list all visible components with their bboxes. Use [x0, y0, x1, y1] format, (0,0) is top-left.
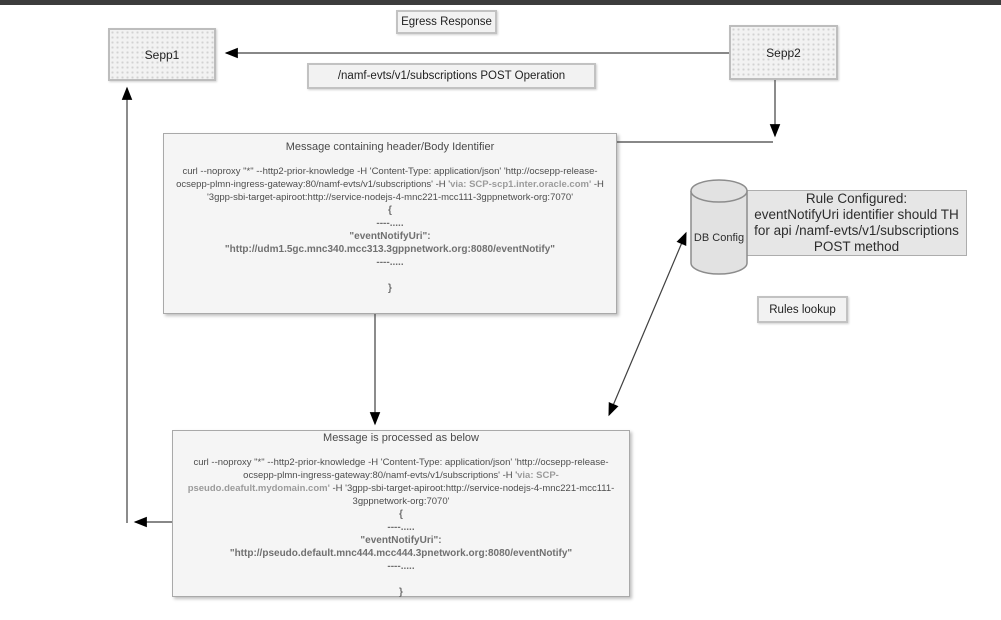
- json-open-brace: {: [399, 509, 403, 520]
- arrow-message2-db-bidirectional: [608, 231, 687, 417]
- message1-curl-prefix: curl --noproxy "*" --http2-prior-knowled…: [176, 166, 598, 190]
- db-config-label: DB Config: [693, 232, 745, 244]
- db-config-cylinder: DB Config: [688, 178, 750, 276]
- json-key: "eventNotifyUri":: [349, 231, 431, 242]
- json-dots: ----.....: [387, 561, 415, 572]
- json-key: "eventNotifyUri":: [360, 535, 442, 546]
- post-operation-label: /namf-evts/v1/subscriptions POST Operati…: [307, 63, 596, 89]
- json-dots: ----.....: [376, 218, 404, 229]
- message1-curl-suffix: -H '3gpp-sbi-target-apiroot:http://servi…: [206, 179, 604, 203]
- message2-curl-suffix: -H '3gpp-sbi-target-apiroot:http://servi…: [329, 483, 615, 507]
- message2-title: Message is processed as below: [323, 432, 479, 444]
- cylinder-shape-icon: [690, 179, 748, 275]
- sepp1-label: Sepp1: [144, 47, 180, 62]
- message1-json: { ----..... "eventNotifyUri": "http://ud…: [164, 204, 616, 295]
- json-value: "http://pseudo.default.mnc444.mcc444.3pn…: [229, 548, 573, 559]
- post-operation-text: /namf-evts/v1/subscriptions POST Operati…: [337, 70, 566, 82]
- window-top-bar: [0, 0, 1001, 5]
- egress-response-text: Egress Response: [401, 16, 492, 28]
- json-close-brace: }: [399, 587, 403, 598]
- message2-box: Message is processed as below curl --nop…: [172, 430, 630, 599]
- rule-configured-box: Rule Configured: eventNotifyUri identifi…: [746, 190, 967, 256]
- sepp2-label: Sepp2: [766, 45, 801, 60]
- json-open-brace: {: [388, 205, 392, 216]
- message1-box: Message containing header/Body Identifie…: [163, 133, 617, 314]
- message1-title: Message containing header/Body Identifie…: [285, 141, 495, 153]
- message2-curl-via: via: SCP-pseudo.deafult.mydomain.com': [187, 470, 559, 494]
- rules-lookup-text: Rules lookup: [769, 303, 836, 316]
- rule-configured-title: Rule Configured:: [805, 191, 908, 206]
- json-close-brace: }: [388, 283, 392, 294]
- json-dots: ----.....: [376, 257, 404, 268]
- json-value: "http://udm1.5gc.mnc340.mcc313.3gppnetwo…: [224, 244, 556, 255]
- message2-curl: curl --noproxy "*" --http2-prior-knowled…: [179, 456, 623, 508]
- message2-json: { ----..... "eventNotifyUri": "http://ps…: [173, 508, 629, 599]
- message1-curl-via: via: SCP-scp1.inter.oracle.com': [450, 179, 592, 190]
- message2-curl-prefix: curl --noproxy "*" --http2-prior-knowled…: [193, 457, 609, 481]
- json-dots: ----.....: [387, 522, 415, 533]
- rules-lookup-label: Rules lookup: [757, 296, 848, 323]
- sepp2-node: Sepp2: [729, 25, 838, 80]
- sepp1-node: Sepp1: [108, 28, 216, 81]
- egress-response-label: Egress Response: [396, 10, 497, 34]
- message1-curl: curl --noproxy "*" --http2-prior-knowled…: [170, 165, 610, 204]
- rule-configured-body: eventNotifyUri identifier should TH for …: [754, 207, 959, 254]
